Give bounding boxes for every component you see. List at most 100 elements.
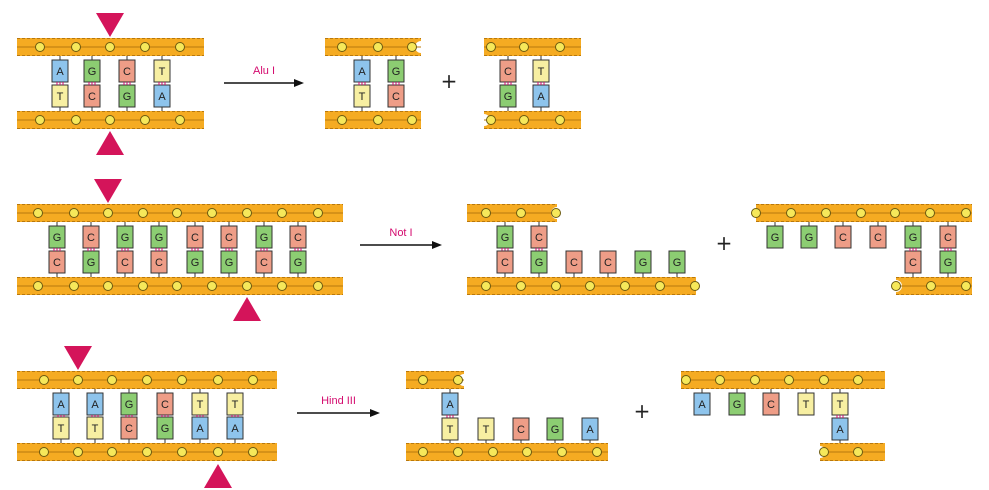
nucleotide-base: C [255,250,273,274]
nucleotide-base: A [191,416,209,440]
phosphate-dot [585,281,595,291]
nucleotide-base: T [797,392,815,416]
base-block [834,225,852,249]
triangle-marker-icon [96,131,124,155]
phosphate-dot [213,375,223,385]
nucleotide-base: T [86,416,104,440]
base-letter: C [839,232,847,244]
right-arrow-icon [294,79,304,87]
base-letter: C [53,257,61,269]
nucleotide-base: C [48,250,66,274]
phosphate-dot [557,447,567,457]
phosphate-dot [69,281,79,291]
base-block [668,250,686,274]
base-letter: G [121,232,130,244]
triangle-marker-icon [94,179,122,203]
base-letter: C [501,257,509,269]
base-letter: G [392,66,401,78]
base-block [800,225,818,249]
base-letter: A [196,423,204,435]
phosphate-dot [418,375,428,385]
nucleotide-base: G [186,250,204,274]
nucleotide-base: T [441,417,459,441]
hydrogen-bonds [504,82,512,85]
hydrogen-bonds [260,248,268,251]
base-letter: C [155,257,163,269]
nucleotide-base: C [512,417,530,441]
base-letter: A [158,91,166,103]
phosphate-dot [138,208,148,218]
base-letter: T [483,424,490,436]
phosphate-dot [172,281,182,291]
top-backbone [17,204,343,222]
phosphate-dot [33,208,43,218]
nucleotide-base: C [496,250,514,274]
top-backbone [17,38,204,56]
triangle-marker-icon [96,13,124,37]
product-top-backbone [751,204,972,222]
product-bottom-backbone [406,443,608,461]
product-bottom-backbone [891,277,972,295]
nucleotide-base: A [532,84,550,108]
top-backbone [17,371,277,389]
base-letter: C [944,232,952,244]
phosphate-dot [407,42,417,52]
phosphate-dot [175,115,185,125]
base-letter: A [836,424,844,436]
product-bottom-backbone [325,111,421,129]
phosphate-dot [516,281,526,291]
phosphate-dot [453,447,463,457]
base-letter: A [91,399,99,411]
nucleotide-base: G [800,225,818,249]
triangle-marker-icon [233,297,261,321]
phosphate-dot [337,42,347,52]
base-letter: C [909,257,917,269]
nucleotide-base: C [150,250,168,274]
base-block [546,417,564,441]
base-letter: A [56,66,64,78]
product-top-backbone [681,371,885,389]
phosphate-dot [551,208,561,218]
base-letter: A [231,423,239,435]
nucleotide-base: C [904,250,922,274]
hydrogen-bonds [155,248,163,251]
phosphate-dot [177,375,187,385]
base-block [565,250,583,274]
base-letter: C [392,91,400,103]
hydrogen-bonds [196,415,204,417]
base-letter: G [805,232,814,244]
product-top-backbone [406,371,464,389]
nucleotide-base: A [693,392,711,416]
nucleotide-base: T [831,392,849,416]
nucleotide-base: C [120,416,138,440]
hydrogen-bonds [909,248,917,251]
phosphate-dot [103,208,113,218]
base-letter: C [121,257,129,269]
hydrogen-bonds [392,82,400,85]
nucleotide-base: C [599,250,617,274]
phosphate-dot [750,375,760,385]
base-block [766,225,784,249]
base-letter: C [535,232,543,244]
phosphate-dot [35,42,45,52]
nucleotide-base: C [869,225,887,249]
nucleotide-base: C [289,225,307,249]
nucleotide-base: C [939,225,957,249]
base-letter: T [92,423,99,435]
base-letter: C [504,66,512,78]
phosphate-dot [926,281,936,291]
hydrogen-bonds [836,415,844,418]
base-letter: C [161,399,169,411]
base-letter: G [944,257,953,269]
base-letter: G [88,66,97,78]
phosphate-dot [821,208,831,218]
phosphate-dot [751,208,761,218]
nucleotide-base: G [499,84,517,108]
nucleotide-base: G [634,250,652,274]
base-letter: A [586,424,594,436]
phosphate-dot [891,281,901,291]
phosphate-dot [486,42,496,52]
phosphate-dot [551,281,561,291]
base-letter: C [225,232,233,244]
enzyme-label: Not I [389,227,412,239]
